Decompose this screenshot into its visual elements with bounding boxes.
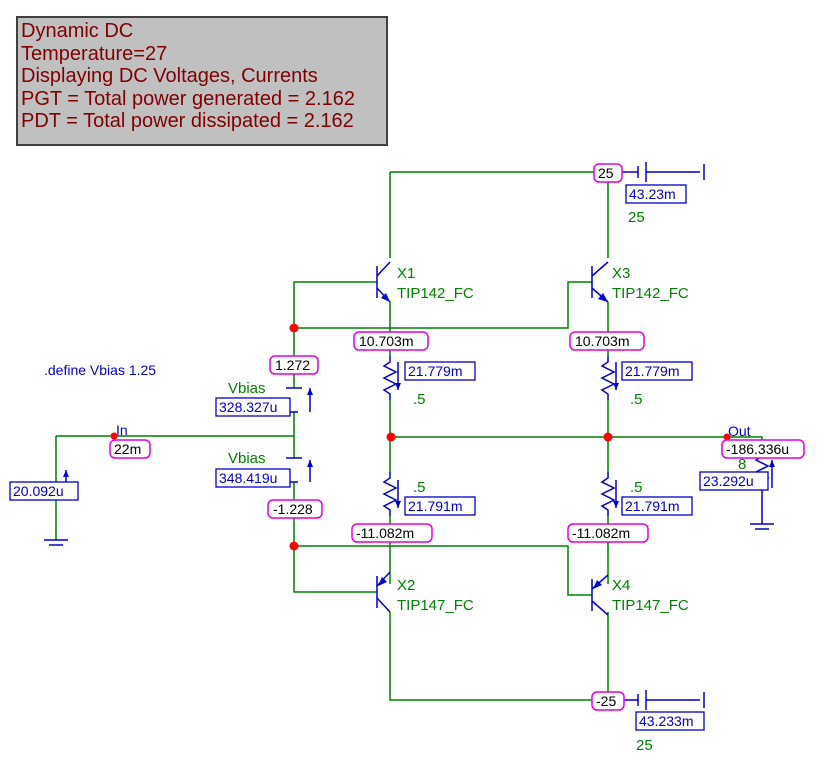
x3-model: TIP142_FC <box>612 285 689 302</box>
current-r-load[interactable]: 23.292u <box>699 471 769 491</box>
r-top-right-value: .5 <box>630 391 643 408</box>
svg-text:25: 25 <box>598 165 614 181</box>
transistor-x3[interactable] <box>591 261 609 303</box>
node-voltage-x1-emitter[interactable]: 10.703m <box>353 331 429 351</box>
in-label: In <box>116 422 128 438</box>
x4-ref: X4 <box>612 577 630 594</box>
svg-text:21.779m: 21.779m <box>625 363 679 379</box>
svg-text:21.779m: 21.779m <box>408 363 462 379</box>
analysis-mode: Dynamic DC <box>21 20 134 42</box>
power-generated-text: PGT = Total power generated = 2.162 <box>21 87 355 110</box>
svg-text:21.791m: 21.791m <box>625 498 679 514</box>
svg-text:1.272: 1.272 <box>275 357 310 373</box>
r-bot-right-value: .5 <box>630 479 643 496</box>
svg-text:-11.082m: -11.082m <box>572 525 630 541</box>
wires <box>55 171 763 701</box>
vbias-top-label: Vbias <box>228 380 266 397</box>
r-top-left-value: .5 <box>413 391 426 408</box>
svg-text:21.791m: 21.791m <box>408 498 462 514</box>
svg-text:10.703m: 10.703m <box>575 333 629 349</box>
svg-text:43.233m: 43.233m <box>639 713 693 729</box>
vneg-value: 25 <box>636 737 653 754</box>
current-vpos[interactable]: 43.23m <box>625 184 687 204</box>
current-r-bot-left[interactable]: 21.791m <box>404 496 476 516</box>
r-load-value: 8 <box>738 456 746 473</box>
ground-load <box>750 523 774 530</box>
transistor-x1[interactable] <box>376 261 391 303</box>
svg-text:23.292u: 23.292u <box>703 473 754 489</box>
out-label: Out <box>728 423 751 439</box>
resistor-bottom-right[interactable] <box>600 472 619 516</box>
current-vneg[interactable]: 43.233m <box>635 711 705 731</box>
node-voltage-bias-top[interactable]: 1.272 <box>269 355 319 375</box>
power-dissipated-text: PDT = Total power dissipated = 2.162 <box>21 110 354 132</box>
junctions <box>110 323 731 551</box>
svg-text:-11.082m: -11.082m <box>356 525 414 541</box>
analysis-info-box: Dynamic DC Temperature=27 Displaying DC … <box>16 16 388 146</box>
x2-ref: X2 <box>397 577 415 594</box>
svg-text:43.23m: 43.23m <box>629 186 676 202</box>
vbias-bottom-label: Vbias <box>228 450 266 467</box>
svg-text:-186.336u: -186.336u <box>726 441 789 457</box>
x2-model: TIP147_FC <box>397 597 474 614</box>
node-voltage-in[interactable]: 22m <box>109 439 151 459</box>
x1-model: TIP142_FC <box>397 285 474 302</box>
svg-text:348.419u: 348.419u <box>219 470 277 486</box>
node-voltage-out[interactable]: -186.336u <box>721 439 805 459</box>
current-r-top-left[interactable]: 21.779m <box>404 361 476 381</box>
display-mode-text: Displaying DC Voltages, Currents <box>21 65 318 87</box>
svg-text:10.703m: 10.703m <box>359 333 413 349</box>
node-voltage-x4-emitter[interactable]: -11.082m <box>567 523 649 543</box>
node-voltage-neg-rail[interactable]: -25 <box>591 691 625 711</box>
resistor-top-right[interactable] <box>600 356 619 400</box>
resistor-bottom-left[interactable] <box>382 472 401 516</box>
transistor-x4[interactable] <box>591 574 609 616</box>
x3-ref: X3 <box>612 265 630 282</box>
node-voltage-pos-rail[interactable]: 25 <box>593 163 623 183</box>
svg-text:22m: 22m <box>114 441 141 457</box>
current-vbias-bottom[interactable]: 348.419u <box>215 468 291 488</box>
node-voltage-bias-bottom[interactable]: -1.228 <box>267 499 323 519</box>
transistor-x2[interactable] <box>376 571 391 613</box>
svg-text:328.327u: 328.327u <box>219 399 277 415</box>
svg-text:-25: -25 <box>596 693 616 709</box>
node-voltage-x2-emitter[interactable]: -11.082m <box>351 523 433 543</box>
current-vin[interactable]: 20.092u <box>9 481 79 501</box>
temperature-text: Temperature=27 <box>21 42 168 65</box>
node-voltage-x3-emitter[interactable]: 10.703m <box>569 331 645 351</box>
ground-input <box>44 539 68 546</box>
vbias-top-source[interactable] <box>286 387 313 413</box>
svg-text:-1.228: -1.228 <box>273 501 313 517</box>
current-r-top-right[interactable]: 21.779m <box>621 361 693 381</box>
x4-model: TIP147_FC <box>612 597 689 614</box>
x1-ref: X1 <box>397 265 415 282</box>
svg-text:20.092u: 20.092u <box>13 483 64 499</box>
resistor-top-left[interactable] <box>382 356 401 400</box>
r-bot-left-value: .5 <box>413 479 426 496</box>
current-r-bot-right[interactable]: 21.791m <box>621 496 693 516</box>
define-directive: .define Vbias 1.25 <box>44 362 156 378</box>
vpos-value: 25 <box>628 209 645 226</box>
current-vbias-top[interactable]: 328.327u <box>215 397 291 417</box>
vbias-bottom-source[interactable] <box>286 457 313 483</box>
